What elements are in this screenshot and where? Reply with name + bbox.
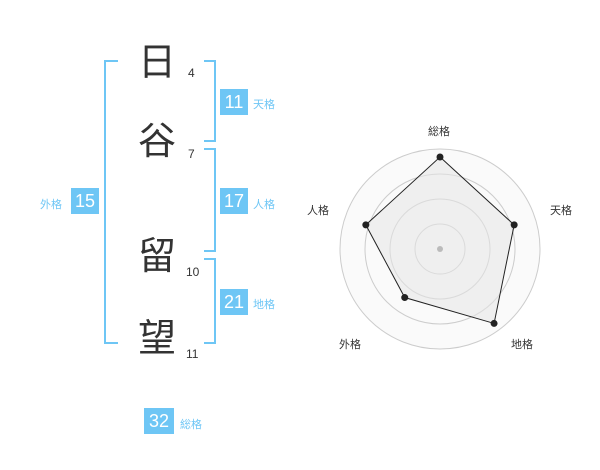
- radar-axis-label-chikaku: 地格: [511, 338, 533, 351]
- radar-axis-label-gaikaku: 外格: [339, 338, 361, 351]
- radar-ring: [364, 173, 516, 325]
- gaikaku-bracket: [104, 60, 118, 344]
- radar-point: [490, 319, 498, 327]
- radar-ring: [414, 223, 466, 275]
- radar-axis-label-tenkaku: 天格: [550, 204, 572, 217]
- chikaku-label: 地格: [253, 298, 275, 311]
- name-char-2: 谷: [137, 119, 176, 163]
- jinkaku-label: 人格: [253, 198, 275, 211]
- radar-point: [401, 294, 409, 302]
- radar-ring-outer: [339, 148, 541, 350]
- radar-point: [436, 153, 444, 161]
- soukaku-label: 総格: [180, 418, 202, 431]
- radar-axis-label-jinkaku: 人格: [307, 204, 329, 217]
- radar-series-polygon: [365, 156, 515, 325]
- soukaku-value: 32: [144, 408, 174, 434]
- name-char-3: 留: [137, 234, 176, 278]
- radar-point: [510, 221, 518, 229]
- stroke-count-4: 11: [186, 347, 199, 361]
- stroke-count-3: 10: [186, 265, 200, 279]
- radar-ring: [389, 198, 491, 300]
- tenkaku-bracket: [204, 60, 216, 142]
- radar-center-dot: [437, 246, 443, 252]
- name-char-4: 望: [137, 316, 176, 360]
- radar-axis-label-soukaku: 総格: [428, 125, 450, 138]
- name-char-1: 日: [137, 40, 176, 84]
- chikaku-bracket: [204, 258, 216, 344]
- gaikaku-label: 外格: [40, 198, 62, 211]
- stroke-count-1: 4: [188, 66, 195, 80]
- radar-point: [362, 221, 370, 229]
- jinkaku-value: 17: [220, 188, 248, 214]
- chikaku-value: 21: [220, 289, 248, 315]
- stroke-count-2: 7: [188, 147, 195, 161]
- tenkaku-value: 11: [220, 89, 248, 115]
- tenkaku-label: 天格: [253, 98, 275, 111]
- gaikaku-value: 15: [71, 188, 99, 214]
- jinkaku-bracket: [204, 148, 216, 252]
